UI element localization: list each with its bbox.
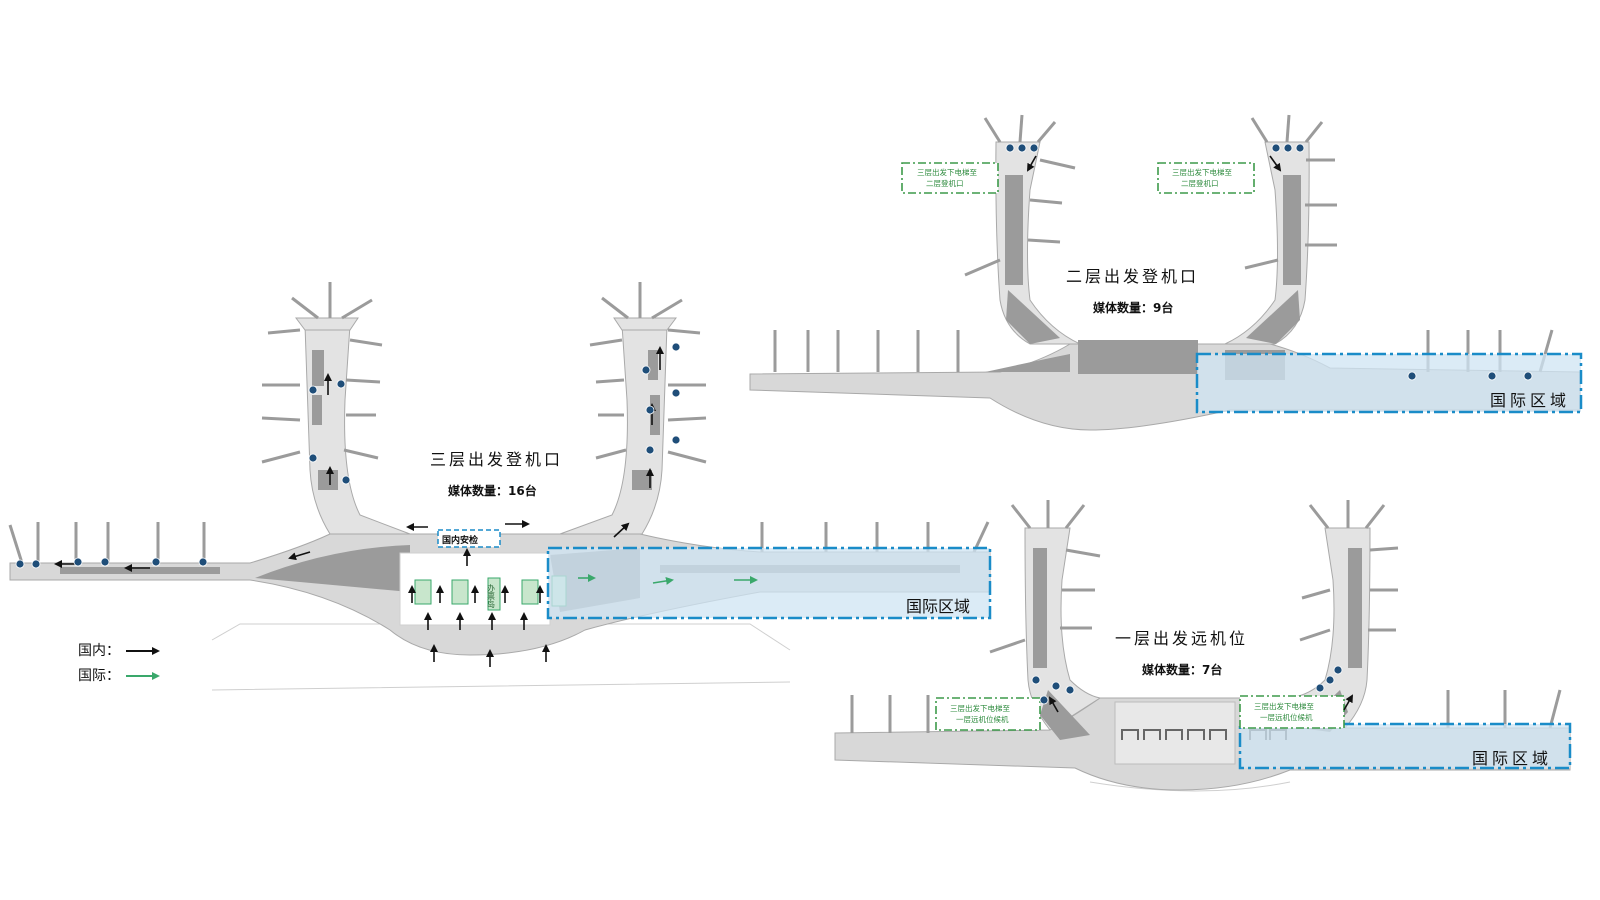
- level2-note-right-line1: 三层出发下电梯至: [1172, 167, 1232, 177]
- level2-intl-zone: [1195, 352, 1583, 414]
- media-point: [1333, 665, 1343, 675]
- level1-plan: 国际区域 一层出发远机位 媒体数量：7台 三层出发下电梯至 一层远机位候机 三层…: [834, 500, 1572, 792]
- level1-intl-zone: [1238, 722, 1572, 770]
- level1-note-left-line1: 三层出发下电梯至: [950, 703, 1010, 713]
- level3-international-flow-arrows: [578, 574, 758, 585]
- level3-media-count: 媒体数量：16台: [448, 483, 537, 498]
- media-point: [336, 379, 346, 389]
- media-point: [1051, 681, 1061, 691]
- media-point: [1283, 143, 1293, 153]
- level2-note-right-line2: 二层登机口: [1181, 178, 1219, 188]
- level3-left-pier-tip: [295, 317, 359, 331]
- media-point: [1523, 371, 1533, 381]
- level1-flow-arrows: [1049, 694, 1353, 713]
- level1-note-left-line2: 一层远机位候机: [956, 714, 1009, 724]
- media-point: [100, 557, 110, 567]
- media-point: [1407, 371, 1417, 381]
- media-point: [198, 557, 208, 567]
- legend-international-label: 国际：: [78, 668, 120, 684]
- level1-boarding-bridges: [850, 500, 1562, 733]
- media-point: [1315, 683, 1325, 693]
- level3-security-checkpoint-box: [437, 529, 501, 548]
- level1-note-right-line2: 一层远机位候机: [1260, 712, 1313, 722]
- media-point: [308, 453, 318, 463]
- level3-checkin-label: 办票岛: [487, 583, 496, 609]
- level1-media-points: [1031, 665, 1343, 705]
- level1-remote-stand-area: [1114, 701, 1236, 765]
- level1-media-count: 媒体数量：7台: [1142, 662, 1222, 677]
- level1-intl-zone-label: 国际区域: [1472, 749, 1552, 768]
- level3-plan: 国内安检 办票岛 国际区域 三层出发登机口 媒体数量：16台: [8, 282, 992, 691]
- media-point: [671, 388, 681, 398]
- level3-left-boarding-bridges: [261, 282, 383, 464]
- level2-title: 二层出发登机口: [1066, 267, 1199, 286]
- level3-intl-zone-label: 国际区域: [906, 597, 970, 616]
- level3-right-boarding-bridges: [589, 282, 707, 464]
- level3-domestic-flow-arrows: [54, 346, 664, 667]
- level2-plan: 国际区域 二层出发登机口 媒体数量：9台 三层出发下电梯至 二层登机口 三层出发…: [749, 114, 1583, 431]
- level1-note-right: 三层出发下电梯至 一层远机位候机: [1239, 695, 1345, 729]
- level1-ground-outline: [1089, 781, 1291, 792]
- level2-note-left-line2: 二层登机口: [926, 178, 964, 188]
- level2-boarding-bridges: [773, 114, 1554, 373]
- media-point: [641, 365, 651, 375]
- level2-flow-arrows: [1027, 155, 1282, 172]
- level2-media-count: 媒体数量：9台: [1093, 300, 1173, 315]
- media-point: [1295, 143, 1305, 153]
- media-point: [671, 342, 681, 352]
- media-point: [1031, 675, 1041, 685]
- media-point: [31, 559, 41, 569]
- media-point: [341, 475, 351, 485]
- level1-note-right-line1: 三层出发下电梯至: [1254, 701, 1314, 711]
- level3-intl-zone: [546, 546, 992, 620]
- level1-note-left: 三层出发下电梯至 一层远机位候机: [935, 697, 1041, 731]
- legend: 国内： 国际：: [78, 643, 160, 684]
- media-point: [1325, 675, 1335, 685]
- media-point: [1487, 371, 1497, 381]
- level3-media-points: [15, 342, 681, 569]
- level2-note-left-line1: 三层出发下电梯至: [917, 167, 977, 177]
- media-point: [1029, 143, 1039, 153]
- level2-note-right: 三层出发下电梯至 二层登机口: [1157, 162, 1255, 194]
- media-point: [1039, 695, 1049, 705]
- media-point: [1017, 143, 1027, 153]
- media-point: [15, 559, 25, 569]
- level1-title: 一层出发远机位: [1115, 629, 1248, 648]
- media-point: [151, 557, 161, 567]
- level2-note-left: 三层出发下电梯至 二层登机口: [901, 162, 999, 194]
- media-point: [1005, 143, 1015, 153]
- media-point: [671, 435, 681, 445]
- media-point: [1065, 685, 1075, 695]
- legend-domestic-label: 国内：: [78, 643, 120, 659]
- level2-intl-zone-label: 国际区域: [1490, 391, 1570, 410]
- level2-gate-areas: [985, 175, 1301, 380]
- media-point: [73, 557, 83, 567]
- media-point: [645, 405, 655, 415]
- level3-security-label: 国内安检: [442, 534, 478, 546]
- media-point: [1271, 143, 1281, 153]
- level3-right-pier-tip: [613, 317, 677, 331]
- level2-media-points: [1005, 143, 1533, 381]
- media-point: [645, 445, 655, 455]
- media-point: [308, 385, 318, 395]
- level3-title: 三层出发登机口: [430, 450, 563, 469]
